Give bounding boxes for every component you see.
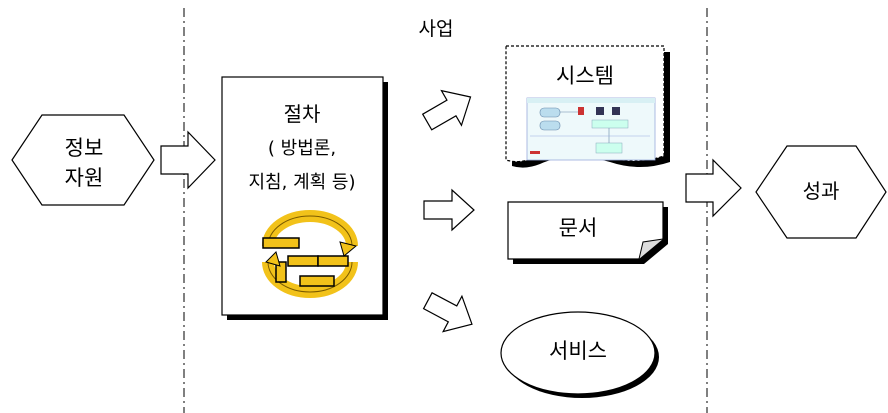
document-fold (638, 238, 664, 260)
arrow-to-document (423, 188, 475, 232)
result-hexagon (755, 145, 887, 239)
process-cycle-icon (262, 210, 358, 298)
result-label: 성과 (802, 179, 840, 203)
input-label-line2: 자원 (64, 166, 104, 190)
input-hexagon (11, 114, 155, 206)
service-ellipse (500, 311, 656, 395)
procedure-line2: ( 방법론, (267, 138, 337, 159)
arrow-to-service (422, 291, 473, 333)
procedure-title: 절차 (283, 102, 321, 126)
business-label: 사업 (418, 18, 454, 40)
input-label-line1: 정보 (64, 136, 104, 160)
arrow-to-result (685, 158, 742, 218)
arrow-input-to-procedure (160, 130, 216, 190)
service-label: 서비스 (549, 339, 607, 363)
system-screenshot-thumbnail (526, 97, 656, 161)
procedure-line3: 지침, 계획 등) (248, 172, 356, 193)
arrow-to-system (421, 89, 472, 131)
system-label: 시스템 (556, 64, 614, 88)
document-label: 문서 (558, 216, 598, 240)
